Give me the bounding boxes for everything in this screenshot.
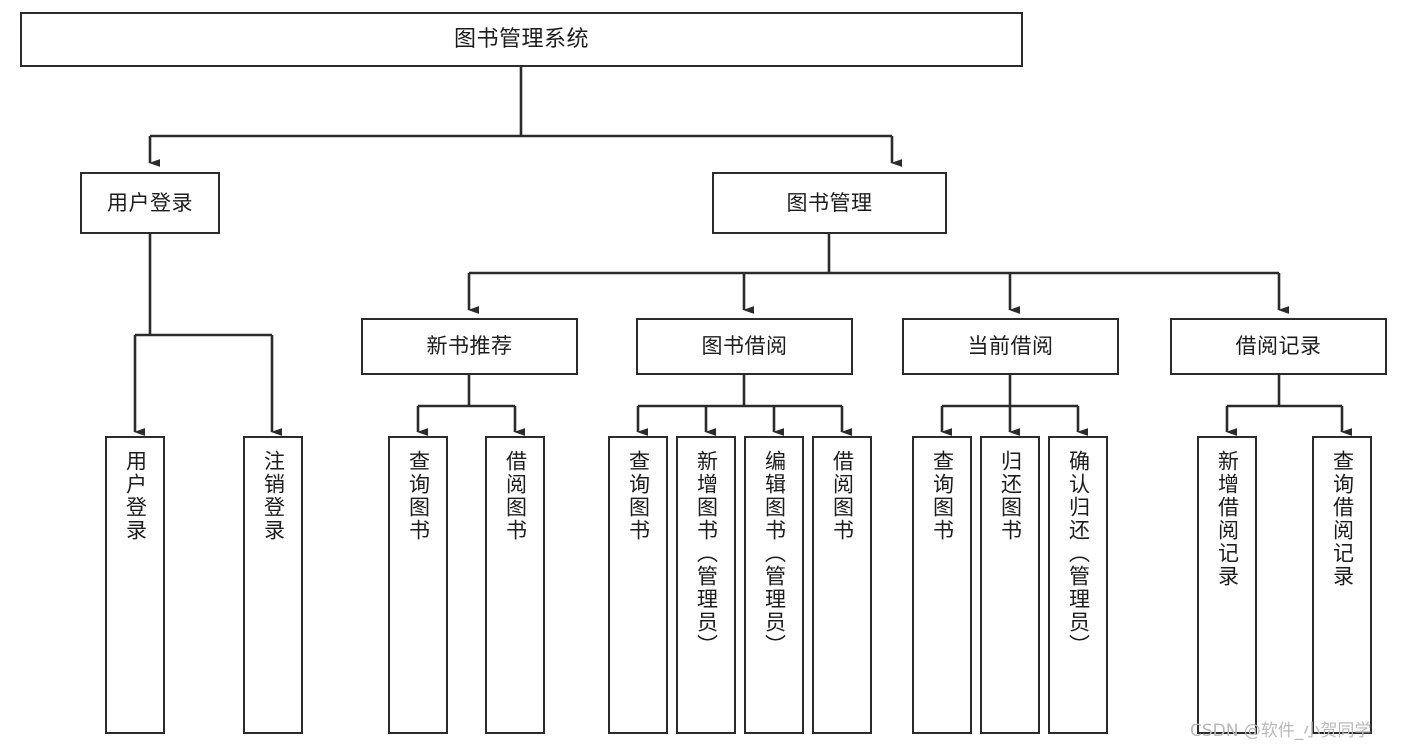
node-label: 编辑图书（管理员）: [762, 450, 787, 657]
leaf-book-borrow-query[interactable]: 查询图书: [608, 436, 668, 734]
node-borrow-record[interactable]: 借阅记录: [1170, 318, 1387, 375]
leaf-book-borrow-edit[interactable]: 编辑图书（管理员）: [744, 436, 804, 734]
leaf-book-borrow-add[interactable]: 新增图书（管理员）: [676, 436, 736, 734]
node-label: 归还图书: [998, 450, 1023, 542]
leaf-borrow-record-query[interactable]: 查询借阅记录: [1312, 436, 1372, 734]
node-root-book-management-system[interactable]: 图书管理系统: [20, 12, 1023, 67]
node-label: 借阅记录: [1235, 334, 1322, 359]
leaf-new-book-query[interactable]: 查询图书: [388, 436, 448, 734]
node-label: 图书管理: [786, 190, 873, 215]
node-book-borrow[interactable]: 图书借阅: [636, 318, 853, 375]
leaf-user-login-signin[interactable]: 用户登录: [105, 436, 165, 734]
leaf-user-login-signout[interactable]: 注销登录: [243, 436, 303, 734]
node-label: 图书管理系统: [453, 26, 589, 52]
node-new-book-recommend[interactable]: 新书推荐: [361, 318, 578, 375]
watermark-csdn: CSDN @软件_小贺同学: [1190, 721, 1372, 741]
node-current-borrow[interactable]: 当前借阅: [902, 318, 1119, 375]
node-label: 借阅图书: [503, 450, 528, 542]
node-label: 确认归还（管理员）: [1066, 450, 1091, 657]
leaf-book-borrow-lend[interactable]: 借阅图书: [812, 436, 872, 734]
node-label: 查询图书: [626, 450, 651, 542]
leaf-borrow-record-add[interactable]: 新增借阅记录: [1197, 436, 1257, 734]
node-label: 图书借阅: [701, 334, 788, 359]
node-label: 新书推荐: [426, 334, 513, 359]
leaf-new-book-borrow[interactable]: 借阅图书: [485, 436, 545, 734]
node-label: 借阅图书: [830, 450, 855, 542]
node-label: 新增图书（管理员）: [694, 450, 719, 657]
node-label: 查询图书: [930, 450, 955, 542]
node-label: 查询图书: [406, 450, 431, 542]
node-user-login[interactable]: 用户登录: [80, 172, 220, 234]
node-book-management[interactable]: 图书管理: [712, 172, 947, 234]
node-label: 当前借阅: [967, 334, 1054, 359]
node-label: 注销登录: [261, 450, 286, 542]
leaf-current-borrow-return[interactable]: 归还图书: [980, 436, 1040, 734]
node-label: 查询借阅记录: [1330, 450, 1355, 588]
leaf-current-borrow-confirm-return[interactable]: 确认归还（管理员）: [1048, 436, 1108, 734]
node-label: 用户登录: [107, 190, 193, 215]
leaf-current-borrow-query[interactable]: 查询图书: [912, 436, 972, 734]
node-label: 新增借阅记录: [1215, 450, 1240, 588]
node-label: 用户登录: [123, 450, 148, 542]
